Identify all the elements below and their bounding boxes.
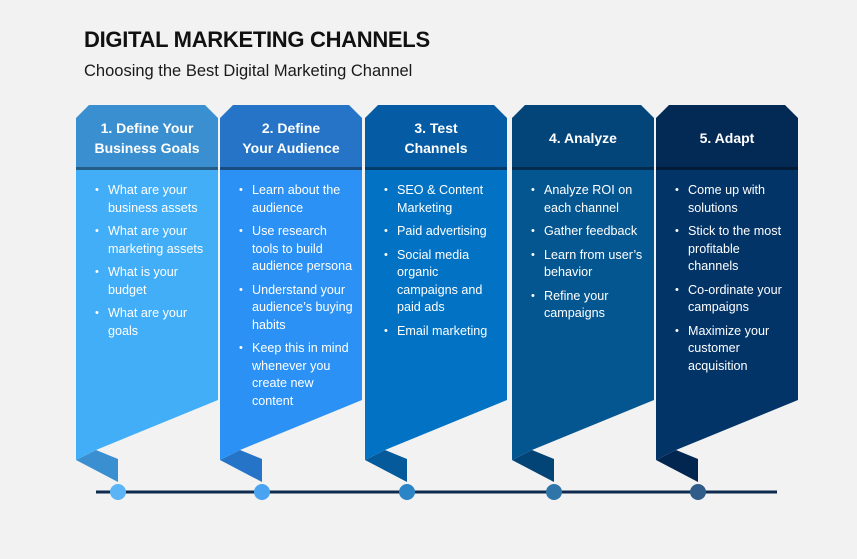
step-item: SEO & Content Marketing <box>379 182 501 217</box>
page-subtitle: Choosing the Best Digital Marketing Chan… <box>84 62 413 80</box>
step-title: 4. Analyze <box>549 129 617 146</box>
header-divider <box>220 167 362 170</box>
header-divider <box>512 167 654 170</box>
step-item: Analyze ROI on each channel <box>526 182 648 217</box>
step-item: Paid advertising <box>379 223 501 241</box>
step-title: 3. Test Channels <box>404 119 468 156</box>
step-item: Learn from user’s behavior <box>526 247 648 282</box>
step-item: Social media organic campaigns and paid … <box>379 247 501 317</box>
timeline-dot <box>110 484 126 500</box>
step-header-bg <box>656 105 798 170</box>
step-column: 3. Test ChannelsSEO & Content MarketingP… <box>365 105 507 346</box>
timeline-dot <box>254 484 270 500</box>
step-items: What are your business assetsWhat are yo… <box>76 170 218 340</box>
step-title: 2. Define Your Audience <box>242 119 340 156</box>
timeline-dot <box>399 484 415 500</box>
step-column: 1. Define Your Business GoalsWhat are yo… <box>76 105 218 346</box>
step-item: Refine your campaigns <box>526 288 648 323</box>
step-item: Understand your audience’s buying habits <box>234 282 356 335</box>
ribbon-fold <box>76 450 118 482</box>
step-item: Co-ordinate your campaigns <box>670 282 792 317</box>
step-item: What are your goals <box>90 305 212 340</box>
step-item: Maximize your customer acquisition <box>670 323 792 376</box>
step-item: What is your budget <box>90 264 212 299</box>
step-title: 1. Define Your Business Goals <box>94 119 200 156</box>
header-divider <box>656 167 798 170</box>
step-items: SEO & Content MarketingPaid advertisingS… <box>365 170 507 340</box>
header-divider <box>76 167 218 170</box>
timeline-dot <box>546 484 562 500</box>
ribbon-fold <box>365 450 407 482</box>
header-divider <box>365 167 507 170</box>
step-header-bg <box>512 105 654 170</box>
step-item: Stick to the most profitable channels <box>670 223 792 276</box>
timeline-dot <box>690 484 706 500</box>
step-column: 4. AnalyzeAnalyze ROI on each channelGat… <box>512 105 654 329</box>
step-item: Email marketing <box>379 323 501 341</box>
page-title: DIGITAL MARKETING CHANNELS <box>84 27 430 52</box>
step-item: What are your marketing assets <box>90 223 212 258</box>
step-header-bg <box>76 105 218 170</box>
step-header-bg <box>365 105 507 170</box>
step-item: Keep this in mind whenever you create ne… <box>234 340 356 410</box>
step-column: 2. Define Your AudienceLearn about the a… <box>220 105 362 416</box>
step-title: 5. Adapt <box>699 129 755 146</box>
step-item: Come up with solutions <box>670 182 792 217</box>
ribbon-fold <box>220 450 262 482</box>
ribbon-fold <box>512 450 554 482</box>
step-item: What are your business assets <box>90 182 212 217</box>
ribbon-fold <box>656 450 698 482</box>
step-items: Analyze ROI on each channelGather feedba… <box>512 170 654 323</box>
step-items: Come up with solutionsStick to the most … <box>656 170 798 375</box>
step-item: Gather feedback <box>526 223 648 241</box>
step-item: Use research tools to build audience per… <box>234 223 356 276</box>
step-header-bg <box>220 105 362 170</box>
step-column: 5. AdaptCome up with solutionsStick to t… <box>656 105 798 381</box>
step-item: Learn about the audience <box>234 182 356 217</box>
step-items: Learn about the audienceUse research too… <box>220 170 362 410</box>
